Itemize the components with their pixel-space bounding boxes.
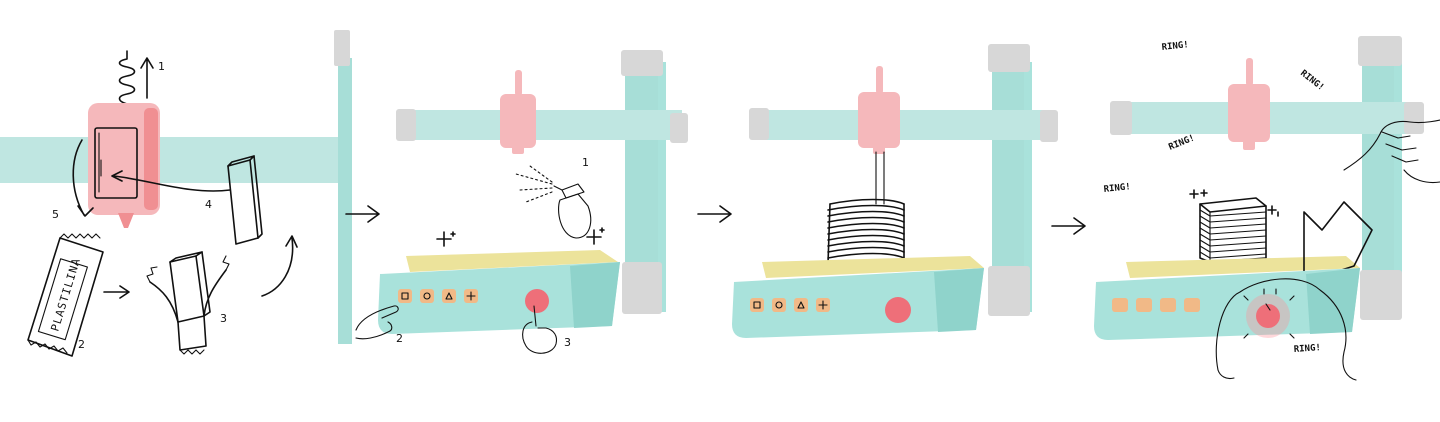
ring-label-2: RING! bbox=[1298, 68, 1326, 93]
step-spray-label: 1 bbox=[582, 156, 589, 169]
plasticine-package: PLASTILINA bbox=[27, 233, 104, 357]
ring-label-1: RING! bbox=[1161, 40, 1189, 53]
close-arrow-icon bbox=[72, 139, 94, 217]
panel3-print-head bbox=[858, 92, 900, 148]
panel-2-setup: 2 3 1 bbox=[355, 50, 688, 354]
step-package-label: 2 bbox=[78, 338, 85, 351]
panel4-control-buttons[interactable] bbox=[1112, 298, 1200, 312]
insert-arrow-icon bbox=[111, 170, 231, 192]
panel2-print-bed bbox=[406, 250, 618, 272]
start-hand-icon bbox=[522, 305, 558, 354]
ringing-button[interactable] bbox=[1256, 304, 1280, 328]
plasticine-bar bbox=[227, 155, 263, 245]
package-to-open-arrow-icon bbox=[103, 285, 130, 299]
sequence-arrow-2-icon bbox=[697, 205, 732, 223]
attention-scribble bbox=[1215, 278, 1357, 381]
panel4-print-bed bbox=[1126, 256, 1360, 278]
panel-separator-cap bbox=[334, 30, 350, 66]
step-close-label: 5 bbox=[52, 208, 59, 221]
panel3-control-buttons[interactable] bbox=[750, 298, 830, 312]
step-lift-label: 1 bbox=[158, 60, 165, 73]
panel4-hand-icon bbox=[1343, 119, 1440, 184]
pressing-hand-icon bbox=[355, 305, 399, 340]
panel1-print-head bbox=[88, 103, 160, 215]
panel3-printer-base bbox=[732, 268, 984, 338]
panel3-print-bed bbox=[762, 256, 984, 278]
panel2-start-button[interactable] bbox=[525, 289, 549, 313]
lift-arrow-icon bbox=[140, 57, 154, 99]
panel-3-printing bbox=[732, 44, 1058, 338]
step-insert-label: 4 bbox=[205, 198, 212, 211]
panel-4-finished: RING! RING! RING! RING! RING! bbox=[1094, 36, 1440, 381]
panel1-curve-arrow-icon bbox=[261, 235, 298, 297]
ring-label-3: RING! bbox=[1167, 133, 1196, 152]
package-brand-text: PLASTILINA bbox=[48, 256, 83, 333]
panel2-print-head bbox=[500, 94, 536, 148]
panel-1-loading: 1 4 5 PLASTILINA 2 bbox=[0, 30, 352, 357]
spray-bottle-icon bbox=[515, 165, 592, 239]
printed-layer-stack bbox=[827, 198, 905, 265]
panel-separator-bar bbox=[338, 58, 352, 344]
panel1-rail bbox=[0, 137, 346, 183]
finished-print-block bbox=[1199, 197, 1267, 263]
panel4-print-head bbox=[1228, 84, 1270, 142]
panel1-nozzle bbox=[118, 213, 134, 228]
ring-label-4: RING! bbox=[1103, 182, 1131, 195]
spring-icon bbox=[118, 50, 136, 105]
step-buttons-label: 2 bbox=[396, 332, 403, 345]
step-open-label: 3 bbox=[220, 312, 227, 325]
panel1-head-chamber bbox=[94, 127, 138, 199]
sequence-arrow-1-icon bbox=[345, 205, 380, 223]
panel3-start-button[interactable] bbox=[885, 297, 911, 323]
ring-label-5: RING! bbox=[1294, 343, 1322, 355]
opened-wrapper bbox=[146, 251, 230, 355]
panel2-control-buttons[interactable] bbox=[398, 289, 478, 303]
step-start-label: 3 bbox=[564, 336, 571, 349]
panel1-head-chamber-door bbox=[98, 132, 102, 193]
panel1-print-head-side bbox=[144, 108, 158, 210]
panel2-printer-base bbox=[378, 262, 620, 334]
sequence-arrow-3-icon bbox=[1051, 217, 1086, 235]
